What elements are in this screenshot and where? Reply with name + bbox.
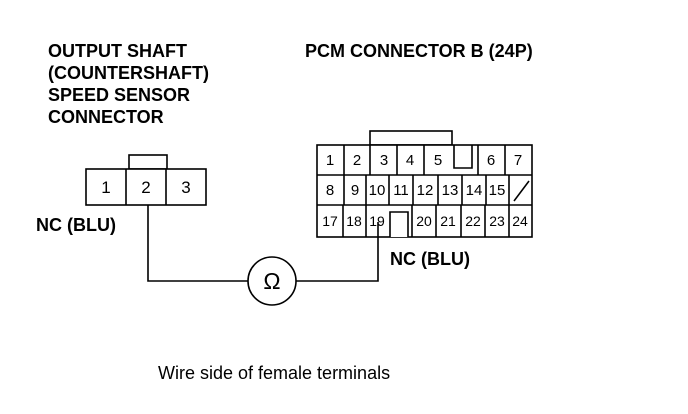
pcm-pin-23: 23 xyxy=(489,213,505,229)
pcm-pin-4: 4 xyxy=(406,152,414,169)
pcm-pin-11: 11 xyxy=(393,182,409,199)
pcm-pin-13: 13 xyxy=(442,182,459,199)
pcm-connector-latch xyxy=(369,130,453,146)
sensor-pin-1: 1 xyxy=(101,178,110,197)
pcm-pin-22: 22 xyxy=(465,213,481,229)
pcm-pin-19: 19 xyxy=(369,213,385,229)
pcm-pin-5: 5 xyxy=(434,152,442,169)
sensor-title-line-4: CONNECTOR xyxy=(48,107,164,127)
pcm-pin-17: 17 xyxy=(322,213,338,229)
pcm-pin-15: 15 xyxy=(489,182,506,199)
wire-left xyxy=(147,205,248,282)
pcm-pin-1: 1 xyxy=(326,152,334,169)
pcm-pin-6: 6 xyxy=(487,152,495,169)
pcm-pin-21: 21 xyxy=(440,213,456,229)
pcm-connector-title: PCM CONNECTOR B (24P) xyxy=(305,41,533,61)
pcm-bottom-key-notch xyxy=(389,211,409,237)
sensor-connector xyxy=(85,154,207,206)
sensor-connector-latch xyxy=(128,154,168,170)
pcm-pin-12: 12 xyxy=(417,182,434,199)
sensor-title-line-2: (COUNTERSHAFT) xyxy=(48,63,209,83)
sensor-pin-3: 3 xyxy=(181,178,190,197)
sensor-title-line-3: SPEED SENSOR xyxy=(48,85,191,105)
pcm-pin-2: 2 xyxy=(353,152,361,169)
sensor-connector-title: OUTPUT SHAFT (COUNTERSHAFT) SPEED SENSOR… xyxy=(48,40,209,128)
pcm-pin-9: 9 xyxy=(351,182,359,199)
caption: Wire side of female terminals xyxy=(158,363,391,383)
ohm-symbol: Ω xyxy=(263,268,280,294)
pcm-pin-7: 7 xyxy=(514,152,522,169)
pcm-pin-3: 3 xyxy=(380,152,388,169)
wire-right xyxy=(296,222,379,282)
pcm-blank-cell-slash xyxy=(513,180,530,202)
pcm-top-key-notch xyxy=(453,145,473,169)
pcm-pin-14: 14 xyxy=(466,182,483,199)
pcm-pin-24: 24 xyxy=(512,213,528,229)
pcm-probe-label: NC (BLU) xyxy=(390,249,470,269)
sensor-probe-label: NC (BLU) xyxy=(36,215,116,235)
pcm-pin-8: 8 xyxy=(326,182,334,199)
sensor-title-line-1: OUTPUT SHAFT xyxy=(48,41,187,61)
sensor-pin-2: 2 xyxy=(141,178,150,197)
pcm-pin-20: 20 xyxy=(416,213,432,229)
ohmmeter-icon xyxy=(247,256,297,306)
pcm-pin-10: 10 xyxy=(369,182,386,199)
pcm-connector xyxy=(316,130,533,238)
pcm-pin-18: 18 xyxy=(346,213,362,229)
sensor-connector-body xyxy=(85,168,207,206)
